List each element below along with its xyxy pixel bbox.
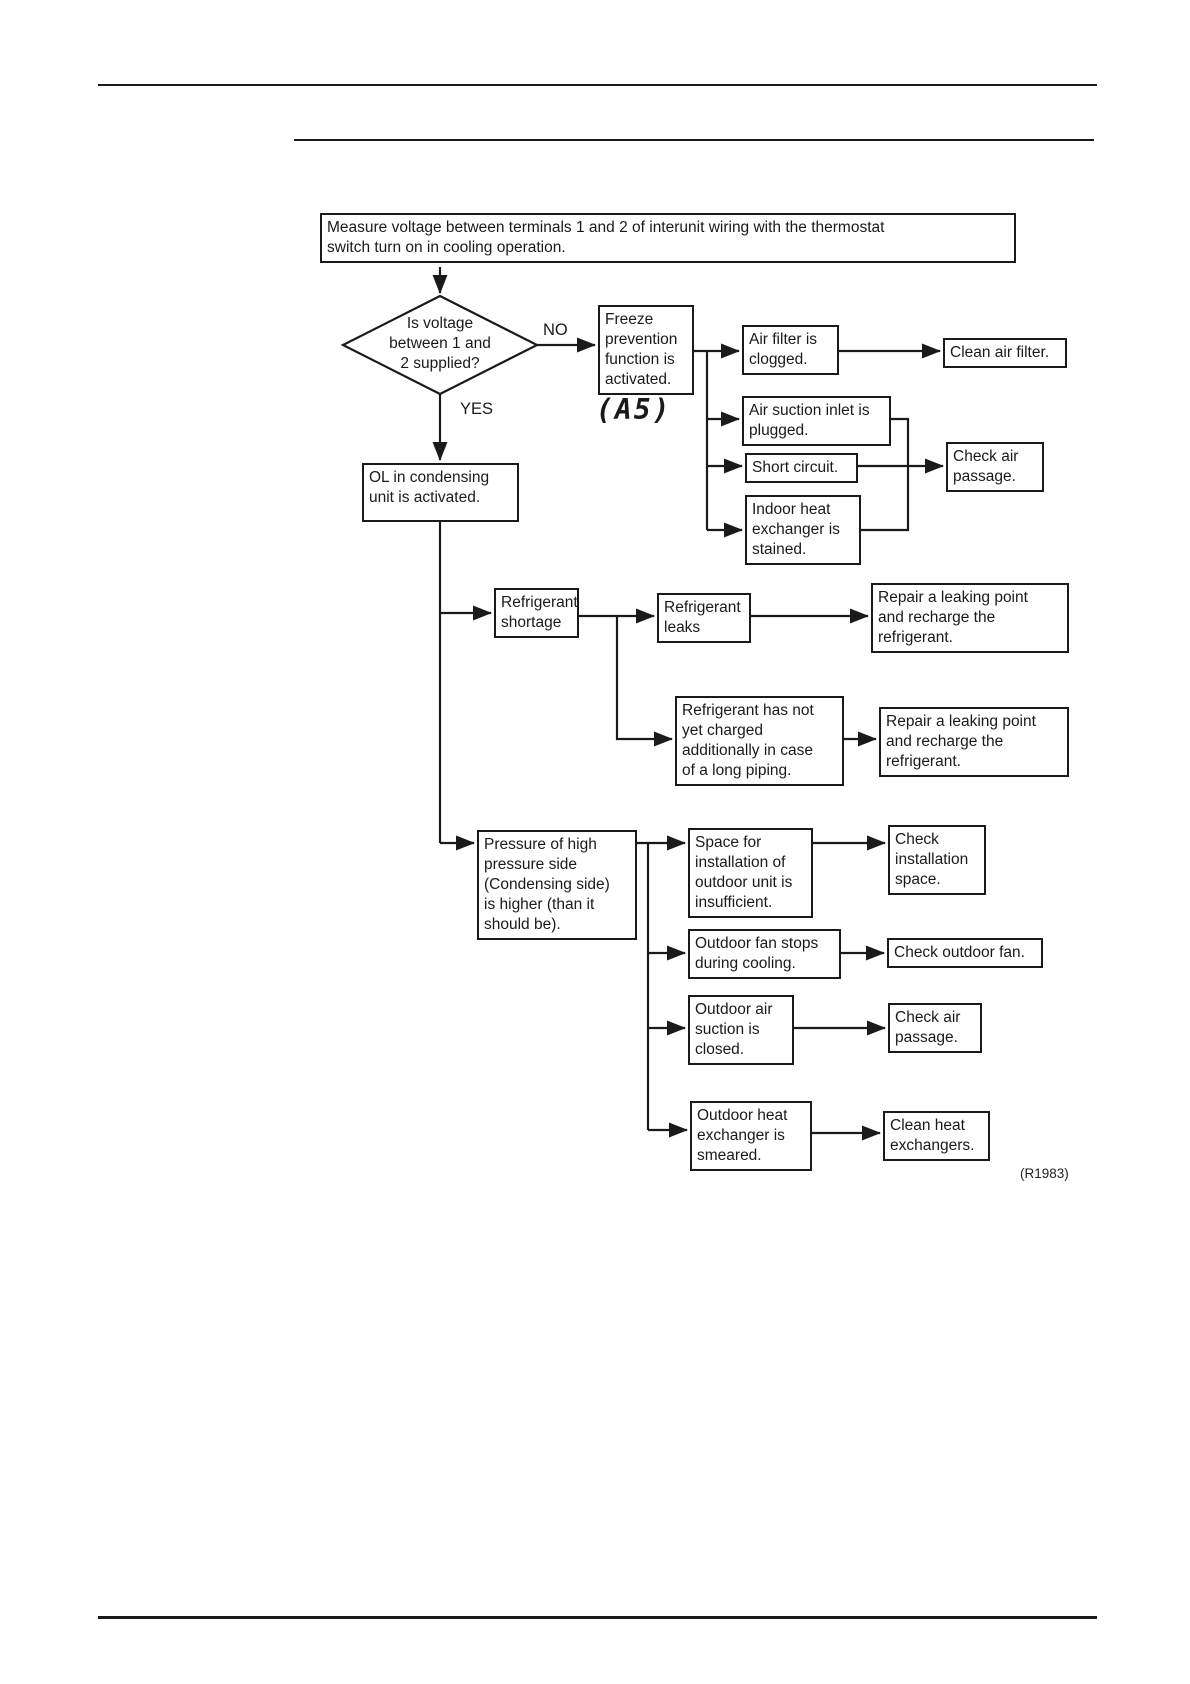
- check-air-passage-box-1: Check air passage.: [946, 442, 1044, 492]
- voltage-decision-text: Is voltage between 1 and 2 supplied?: [389, 315, 491, 372]
- error-code-a5-label: (A5): [596, 393, 672, 426]
- check-air-passage-box-2: Check air passage.: [888, 1003, 982, 1053]
- start-box: Measure voltage between terminals 1 and …: [320, 213, 1016, 263]
- air-filter-clogged-box: Air filter is clogged.: [742, 325, 839, 375]
- footer-rule: [98, 1616, 1097, 1619]
- ol-condensing-box: OL in condensing unit is activated.: [362, 463, 519, 522]
- freeze-prevention-box: Freeze prevention function is activated.: [598, 305, 694, 395]
- no-label: NO: [543, 321, 568, 339]
- header-rule-2: [294, 139, 1094, 141]
- header-rule-1: [98, 84, 1097, 86]
- outdoor-fan-stops-box: Outdoor fan stops during cooling.: [688, 929, 841, 979]
- short-circuit-box: Short circuit.: [745, 453, 858, 483]
- refrigerant-leaks-box: Refrigerant leaks: [657, 593, 751, 643]
- clean-air-filter-box: Clean air filter.: [943, 338, 1067, 368]
- air-suction-plugged-box: Air suction inlet is plugged.: [742, 396, 891, 446]
- indoor-heat-exchanger-box: Indoor heat exchanger is stained.: [745, 495, 861, 565]
- repair-recharge-box-2: Repair a leaking point and recharge the …: [879, 707, 1069, 777]
- refrigerant-shortage-box: Refrigerant shortage: [494, 588, 579, 638]
- high-pressure-box: Pressure of high pressure side (Condensi…: [477, 830, 637, 940]
- refrigerant-not-charged-box: Refrigerant has not yet charged addition…: [675, 696, 844, 786]
- yes-label: YES: [460, 400, 494, 418]
- figure-ref-label: (R1983): [1020, 1166, 1069, 1181]
- check-outdoor-fan-box: Check outdoor fan.: [887, 938, 1043, 968]
- repair-recharge-box-1: Repair a leaking point and recharge the …: [871, 583, 1069, 653]
- clean-heat-exchangers-box: Clean heat exchangers.: [883, 1111, 990, 1161]
- check-installation-space-box: Check installation space.: [888, 825, 986, 895]
- outdoor-heat-exchanger-box: Outdoor heat exchanger is smeared.: [690, 1101, 812, 1171]
- installation-space-box: Space for installation of outdoor unit i…: [688, 828, 813, 918]
- outdoor-air-suction-closed-box: Outdoor air suction is closed.: [688, 995, 794, 1065]
